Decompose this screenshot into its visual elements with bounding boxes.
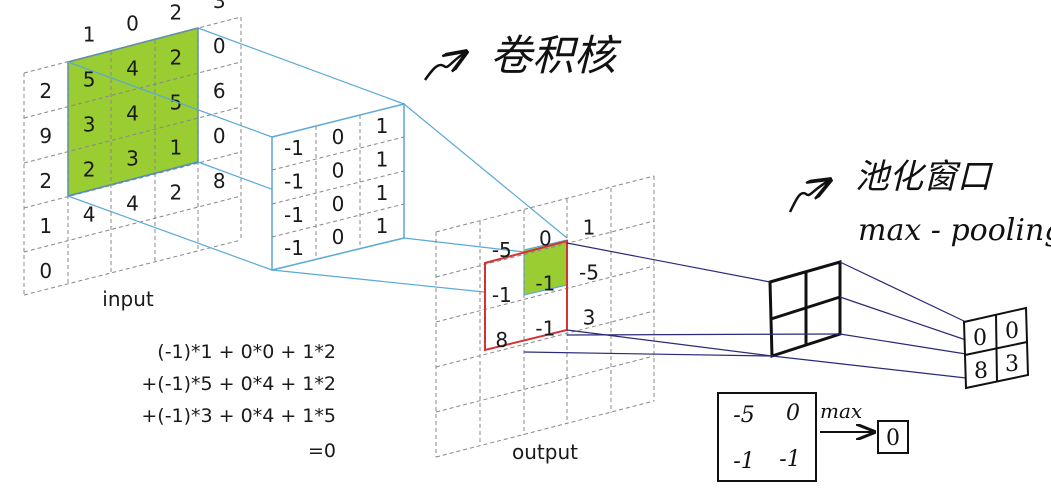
max-result: 0: [886, 426, 900, 451]
input-cell: 2: [170, 45, 183, 69]
output-cell: 0: [539, 227, 552, 251]
input-cell: 1: [83, 23, 96, 47]
input-cell: 4: [83, 203, 96, 227]
output-label: output: [512, 440, 578, 464]
input-cell: 3: [213, 0, 226, 13]
output-grid-lines: [435, 175, 655, 458]
kernel-cell: 1: [376, 214, 389, 238]
output-cell: -1: [492, 283, 512, 307]
squiggle-arrow-icon: [423, 52, 466, 81]
pool-output-cell: 0: [973, 326, 987, 351]
input-grid: 1 0 2 3 2 5 4 2 0 9 3 4 5 6 2 2 3 1 0 1 4 4 2 8 0 input: [23, 0, 242, 311]
kernel-annotation-label: 卷积核: [490, 31, 622, 80]
pooling-connection-lines: [523, 242, 967, 379]
kernel-cell: 0: [332, 125, 345, 149]
input-cell: 4: [126, 102, 139, 126]
formula-result: =0: [308, 440, 336, 462]
kernel-cell: 0: [332, 225, 345, 249]
input-cell: 3: [83, 113, 96, 137]
output-projection-lines: [271, 103, 568, 293]
output-cell: 1: [583, 215, 596, 239]
pool-type-label: max - pooling: [858, 213, 1051, 248]
pool-output-cell: 8: [974, 359, 988, 384]
max-example-cell: -1: [733, 449, 754, 474]
kernel-cell: -1: [284, 236, 304, 260]
input-cell: 8: [213, 169, 226, 193]
input-cell: 0: [39, 259, 52, 283]
input-cell: 1: [170, 135, 183, 159]
input-cell: 3: [126, 147, 139, 171]
max-example-cell: -1: [779, 447, 800, 472]
output-cell: 8: [495, 328, 508, 352]
pool-annotation: 池化窗口 max - pooling: [788, 157, 1051, 248]
kernel-annotation: 卷积核: [423, 31, 622, 81]
formula-line-3: +(-1)*3 + 0*4 + 1*5: [141, 405, 336, 427]
output-cell: -5: [579, 260, 599, 284]
max-example-cell: -5: [733, 403, 754, 428]
formula-line-2: +(-1)*5 + 0*4 + 1*2: [141, 373, 336, 395]
input-cell: 2: [39, 79, 52, 103]
pool-output-cell: 3: [1005, 352, 1019, 377]
pooling-window: [768, 260, 842, 359]
squiggle-arrow-icon: [788, 180, 830, 213]
kernel-cell: 1: [376, 147, 389, 171]
input-grid-lines: [23, 16, 242, 296]
input-cell: 5: [170, 90, 183, 114]
input-cell: 6: [213, 79, 226, 103]
input-cell: 4: [126, 192, 139, 216]
output-cell: -5: [492, 238, 512, 262]
input-cell: 5: [83, 68, 96, 92]
max-label: max: [820, 399, 862, 423]
output-cell: 3: [583, 305, 596, 329]
input-cell: 2: [83, 158, 96, 182]
input-cell: 0: [213, 34, 226, 58]
input-cell: 2: [170, 0, 183, 24]
input-cell: 2: [170, 180, 183, 204]
formula-block: (-1)*1 + 0*0 + 1*2 +(-1)*5 + 0*4 + 1*2 +…: [141, 341, 336, 462]
formula-line-1: (-1)*1 + 0*0 + 1*2: [157, 341, 336, 363]
output-cell: -1: [535, 317, 555, 341]
kernel-cell: -1: [284, 169, 304, 193]
input-cell: 1: [39, 214, 52, 238]
kernel-cell: 1: [376, 114, 389, 138]
kernel-cell: -1: [284, 136, 304, 160]
max-example-cell: 0: [786, 401, 800, 426]
kernel-cell: 0: [332, 158, 345, 182]
input-cell: 0: [126, 12, 139, 36]
input-cell: 2: [39, 169, 52, 193]
kernel-cell: 0: [332, 192, 345, 216]
input-cell: 9: [39, 124, 52, 148]
kernel-cell: 1: [376, 181, 389, 205]
output-cell: -1: [535, 272, 555, 296]
pool-annotation-label: 池化窗口: [855, 157, 994, 197]
input-cell: 0: [213, 124, 226, 148]
kernel-grid: -1 0 1 -1 0 1 -1 0 1 -1 0 1: [271, 103, 405, 271]
input-label: input: [102, 287, 154, 311]
input-cell: 4: [126, 57, 139, 81]
max-example: -5 0 -1 -1 max 0: [717, 392, 909, 482]
pool-output-cell: 0: [1005, 319, 1019, 344]
kernel-cell: -1: [284, 203, 304, 227]
